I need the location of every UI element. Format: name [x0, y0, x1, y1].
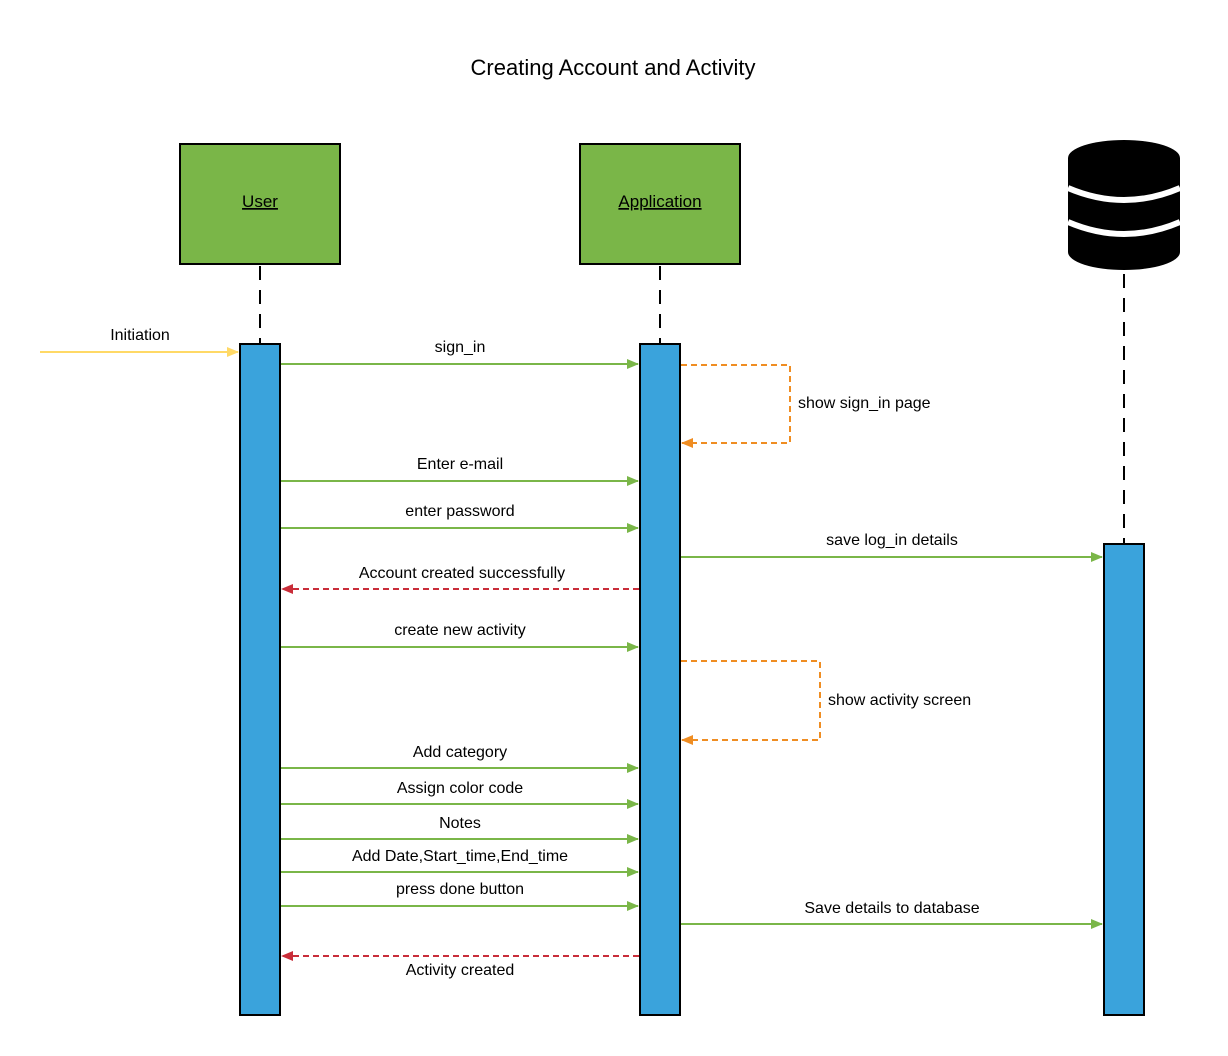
diagram-title: Creating Account and Activity: [471, 55, 756, 80]
msg-activity-created: Activity created: [406, 962, 514, 979]
arrow-show-sign-in: [681, 364, 791, 448]
actor-user: User: [179, 143, 341, 265]
msg-account-created: Account created successfully: [359, 565, 565, 582]
msg-show-sign-in: show sign_in page: [798, 395, 931, 412]
msg-enter-password: enter password: [405, 503, 514, 520]
activation-user: [239, 343, 281, 1016]
msg-assign-color: Assign color code: [397, 780, 523, 797]
msg-create-activity: create new activity: [394, 622, 526, 639]
msg-add-category: Add category: [413, 744, 507, 761]
actor-application-box: [579, 143, 741, 265]
msg-show-activity: show activity screen: [828, 692, 971, 709]
actor-application-label: Application: [618, 192, 701, 211]
msg-initiation: Initiation: [110, 327, 170, 344]
msg-sign-in: sign_in: [435, 339, 486, 356]
msg-press-done: press done button: [396, 881, 524, 898]
msg-save-details: Save details to database: [804, 900, 979, 917]
database-icon: [1066, 140, 1182, 270]
msg-save-login: save log_in details: [826, 532, 958, 549]
activation-database: [1103, 543, 1145, 1016]
actor-application: Application: [579, 143, 741, 265]
msg-add-date: Add Date,Start_time,End_time: [352, 848, 568, 865]
msg-enter-email: Enter e-mail: [417, 456, 503, 473]
actor-user-box: [179, 143, 341, 265]
activation-application: [639, 343, 681, 1016]
msg-notes: Notes: [439, 815, 481, 832]
actor-user-label: User: [242, 192, 278, 211]
arrow-show-activity: [681, 660, 821, 745]
